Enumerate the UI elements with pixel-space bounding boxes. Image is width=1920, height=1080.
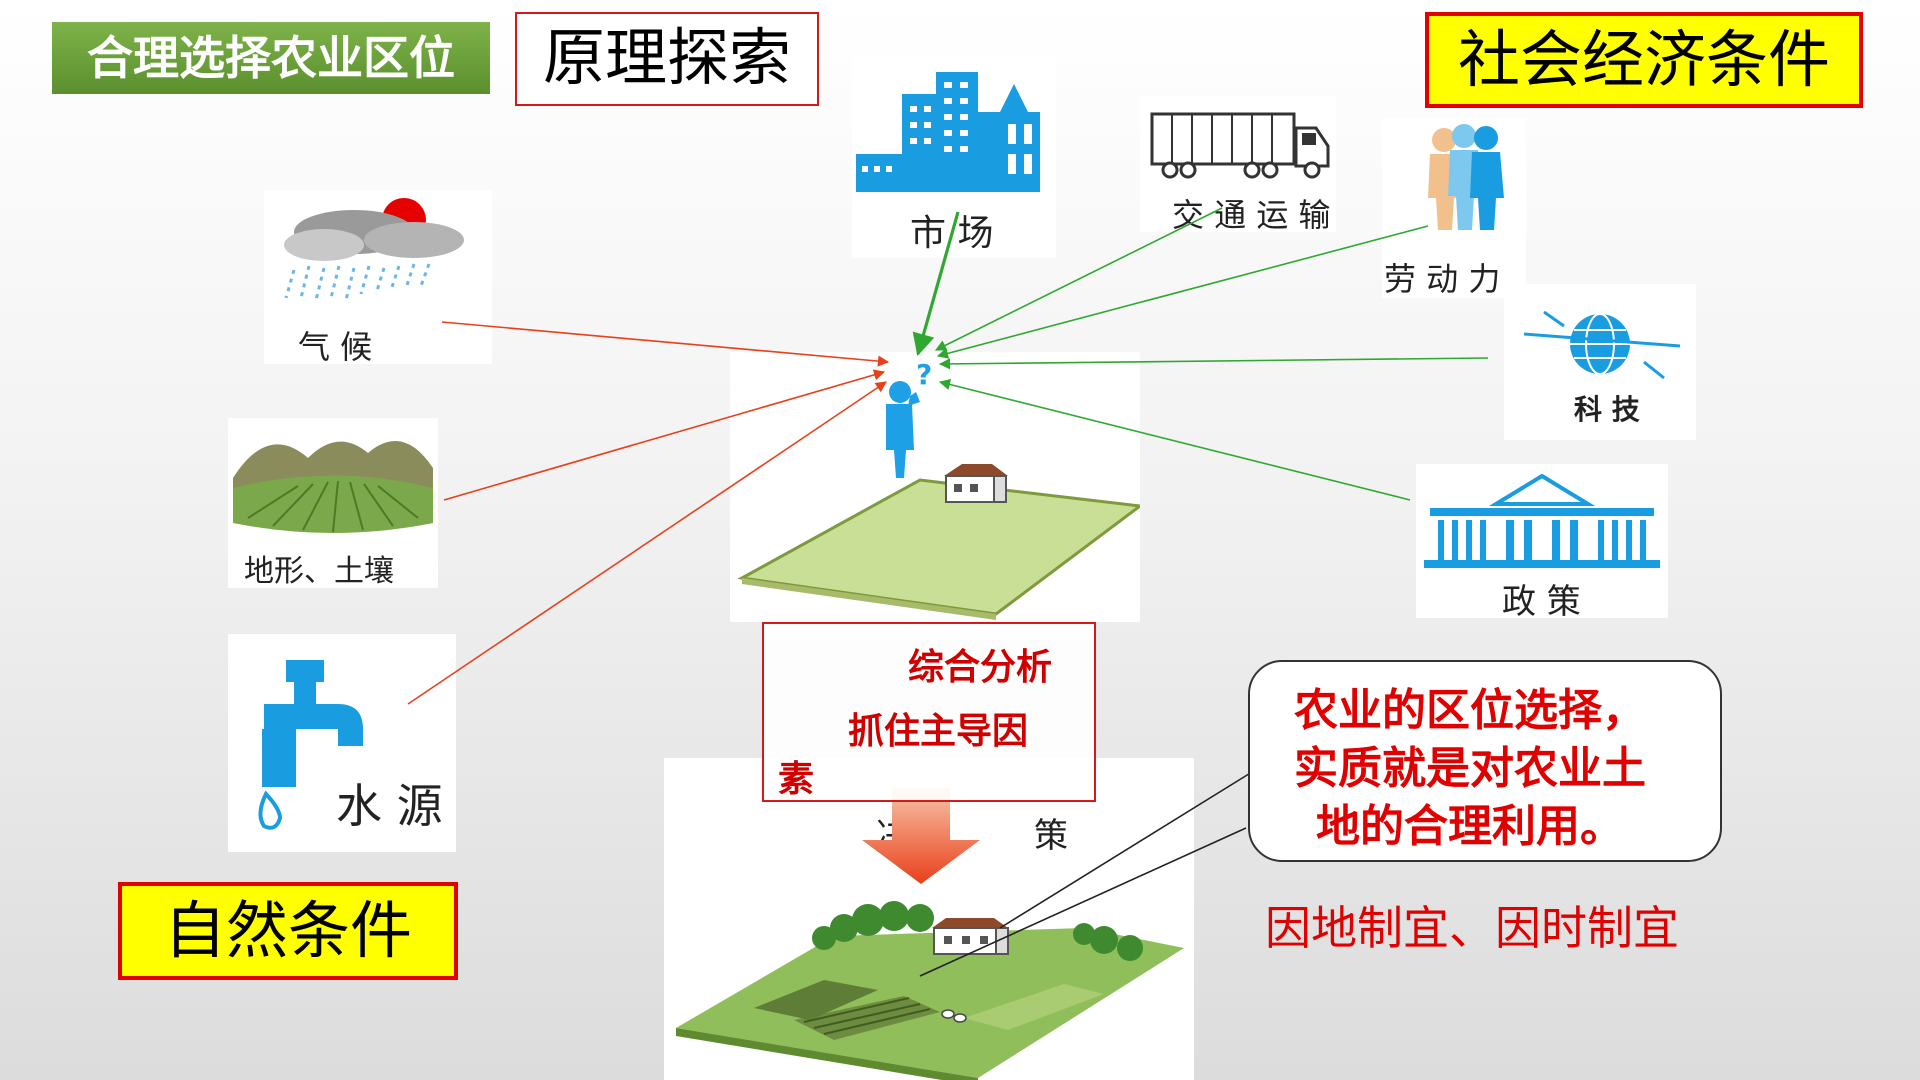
climate-card: 气 候 bbox=[264, 190, 492, 366]
water-label: 水 源 bbox=[336, 779, 443, 833]
satellite-globe-icon bbox=[1523, 310, 1681, 380]
thinking-person-icon: ? bbox=[886, 358, 932, 478]
policy-label: 政 策 bbox=[1502, 582, 1581, 622]
subtitle-box: 原理探索 bbox=[515, 12, 819, 106]
down-arrow-icon bbox=[862, 788, 980, 884]
water-card: 水 源 bbox=[228, 634, 456, 852]
policy-card: 政 策 bbox=[1416, 464, 1668, 622]
labor-label: 劳 动 力 bbox=[1384, 260, 1501, 298]
decision-scene bbox=[676, 788, 1184, 1080]
motto-text: 因地制宜、因时制宜 bbox=[1265, 901, 1679, 955]
market-label: 市 场 bbox=[910, 213, 994, 254]
decision-card: 决 策 bbox=[664, 758, 1194, 1080]
social-economic-header: 社会经济条件 bbox=[1425, 12, 1863, 108]
workers-icon bbox=[1428, 124, 1504, 230]
transport-label: 交 通 运 输 bbox=[1172, 196, 1331, 234]
farmhouse-icon-bottom bbox=[932, 918, 1009, 955]
government-building-icon bbox=[1424, 473, 1660, 568]
market-card: 市 场 bbox=[852, 58, 1056, 258]
analysis-line-2: 抓住主导因 bbox=[848, 711, 1029, 752]
central-thinker-card: ? bbox=[730, 352, 1140, 622]
title-tag: 合理选择农业区位 bbox=[52, 22, 490, 94]
transport-card: 交 通 运 输 bbox=[1140, 96, 1336, 234]
bubble-line-1: 农业的区位选择， bbox=[1294, 685, 1646, 736]
svg-text:?: ? bbox=[916, 358, 932, 391]
terrain-card: 地形、土壤 bbox=[228, 418, 438, 589]
climate-label: 气 候 bbox=[298, 328, 373, 366]
rain-cloud-sun-icon bbox=[284, 198, 464, 301]
conclusion-bubble: 农业的区位选择， 实质就是对农业土 地的合理利用。 bbox=[1248, 660, 1722, 862]
analysis-line-1: 综合分析 bbox=[908, 647, 1053, 688]
labor-card: 劳 动 力 bbox=[1382, 118, 1526, 298]
analysis-box: 综合分析 抓住主导因 素 bbox=[762, 622, 1096, 802]
bubble-line-3: 地的合理利用。 bbox=[1316, 801, 1624, 852]
city-buildings-icon bbox=[856, 72, 1040, 192]
tech-label: 科 技 bbox=[1574, 393, 1640, 426]
bubble-line-2: 实质就是对农业土 bbox=[1294, 743, 1646, 794]
terrain-label: 地形、土壤 bbox=[244, 554, 394, 589]
natural-conditions-header: 自然条件 bbox=[118, 882, 458, 980]
tech-card: 科 技 bbox=[1504, 284, 1696, 440]
analysis-line-3: 素 bbox=[778, 759, 815, 800]
terrain-fields-icon bbox=[233, 441, 433, 533]
farmer-land-illustration: ? bbox=[737, 358, 1140, 620]
truck-icon bbox=[1150, 112, 1330, 179]
water-tap-icon bbox=[258, 660, 363, 830]
farmhouse-icon bbox=[944, 464, 1008, 503]
